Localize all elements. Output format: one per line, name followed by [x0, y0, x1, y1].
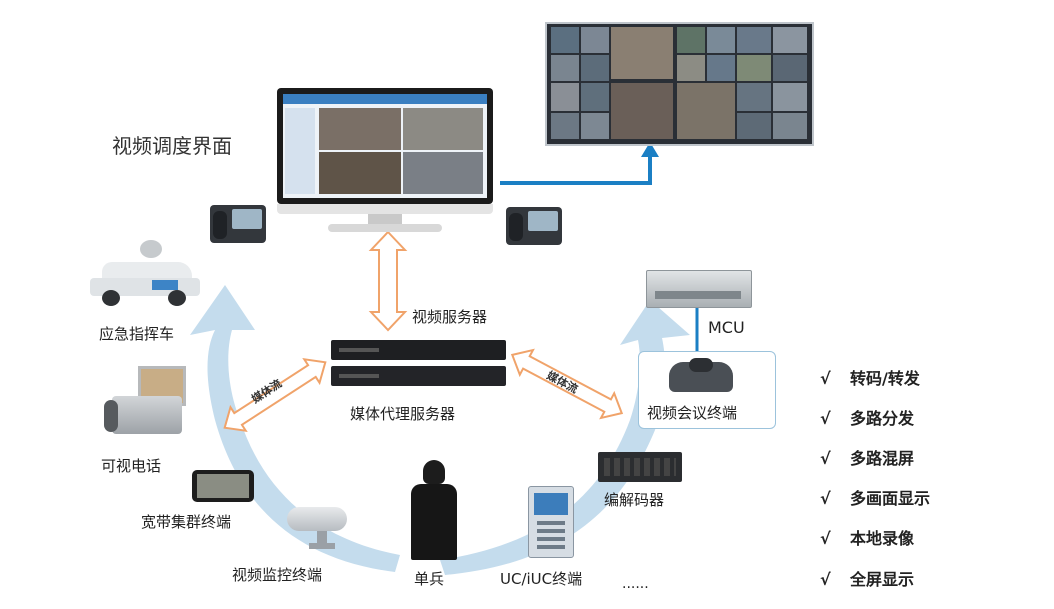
command-vehicle [88, 240, 202, 306]
monitor-stand [368, 214, 402, 226]
soldier-figure [405, 460, 461, 560]
feature-item-5: √本地录像 [820, 529, 915, 548]
video-phone-label: 可视电话 [101, 457, 162, 475]
video-wall [545, 22, 814, 146]
feature-item-4: √多画面显示 [820, 489, 931, 508]
check-mark-icon: √ [820, 449, 831, 468]
command-vehicle-label: 应急指挥车 [99, 325, 175, 343]
check-mark-icon: √ [820, 529, 831, 548]
check-mark-icon: √ [820, 570, 831, 589]
cctv-camera [287, 503, 357, 551]
monitor-to-wall-arrow [500, 155, 652, 185]
media-proxy-label: 媒体代理服务器 [350, 405, 456, 423]
codec-device [598, 452, 682, 482]
mcu-label: MCU [708, 318, 745, 337]
desk-phone-right [506, 207, 562, 245]
check-mark-icon: √ [820, 409, 831, 428]
video-phone-device [102, 366, 186, 436]
desk-phone-left [210, 205, 266, 243]
mcu-device [646, 270, 752, 308]
feature-item-3: √多路混屏 [820, 449, 915, 468]
right-media-stream-arrow [510, 348, 624, 420]
uc-terminal-label: UC/iUC终端 [500, 570, 583, 588]
media-proxy-server [331, 340, 506, 390]
monitor-bezel [277, 204, 493, 214]
cctv-label: 视频监控终端 [232, 566, 323, 584]
check-mark-icon: √ [820, 369, 831, 388]
monitor-to-wall-arrowhead [641, 142, 659, 157]
left-media-stream-arrow [223, 357, 327, 433]
feature-item-6: √全屏显示 [820, 570, 915, 589]
soldier-label: 单兵 [414, 570, 445, 588]
video-wall-screens [551, 27, 807, 139]
more-ellipsis: ...... [622, 576, 649, 592]
video-server-label: 视频服务器 [412, 308, 488, 326]
feature-item-1: √转码/转发 [820, 369, 920, 388]
dispatch-ui-label: 视频调度界面 [112, 134, 232, 158]
feature-item-2: √多路分发 [820, 409, 915, 428]
monitor-screen [283, 94, 487, 198]
uc-terminal-device [528, 486, 574, 558]
video-conference-box [638, 351, 776, 429]
broadband-trunk-label: 宽带集群终端 [141, 513, 232, 531]
video-conference-label: 视频会议终端 [647, 404, 738, 422]
broadband-trunk-device [192, 470, 254, 502]
codec-label: 编解码器 [604, 491, 665, 509]
check-mark-icon: √ [820, 489, 831, 508]
monitor-base [328, 224, 442, 232]
dispatch-monitor [277, 88, 493, 204]
server-double-arrow [368, 230, 408, 332]
